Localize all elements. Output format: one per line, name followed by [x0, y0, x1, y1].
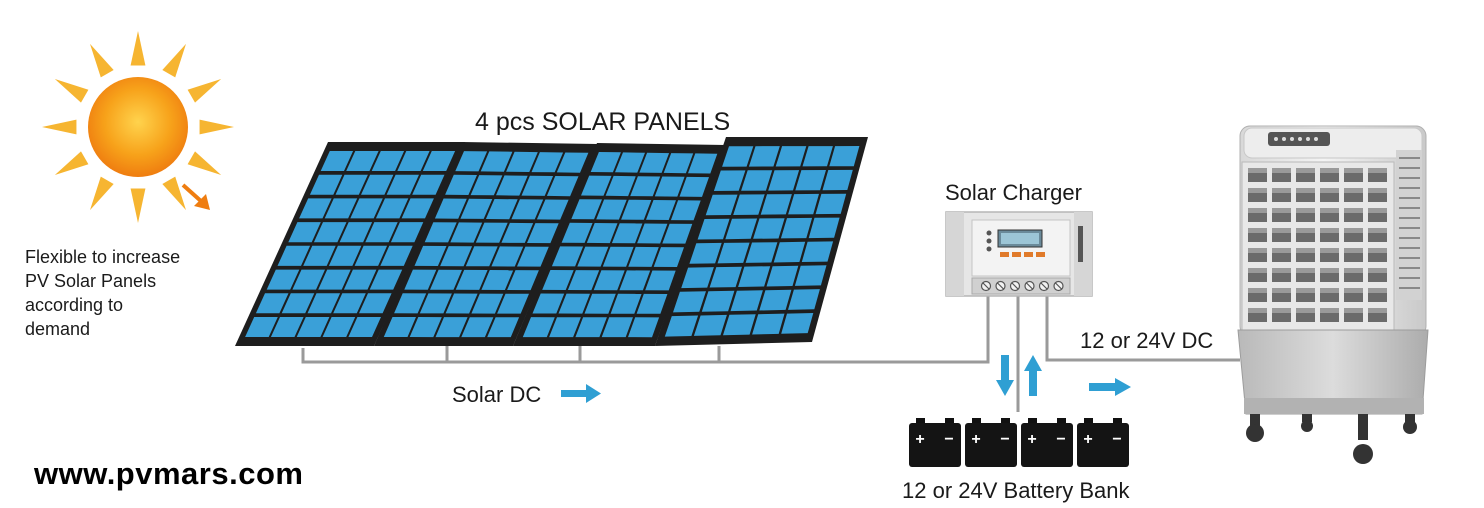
solar-dc-arrow-icon [561, 384, 601, 403]
solar-panel [655, 137, 868, 346]
solar-panel [374, 142, 598, 346]
svg-text:+: + [1083, 431, 1092, 448]
battery-icon: +− [1021, 418, 1073, 467]
dc-output-arrow-icon [1089, 378, 1131, 396]
website-url: www.pvmars.com [34, 456, 304, 491]
battery-icon: +− [1077, 418, 1129, 467]
dc-output-label: 12 or 24V DC [1080, 328, 1214, 353]
svg-text:+: + [915, 431, 924, 448]
discharge-up-arrow-icon [1024, 355, 1042, 396]
sun-light-arrow-icon [181, 183, 210, 210]
svg-text:−: − [1056, 431, 1065, 448]
note-line: according to [25, 295, 124, 315]
charge-down-arrow-icon [996, 355, 1014, 396]
sun-icon [42, 31, 234, 223]
note-line: demand [25, 319, 91, 339]
battery-icon: +− [909, 418, 961, 467]
svg-text:+: + [971, 431, 980, 448]
battery-bank: +−+−+−+− [909, 418, 1129, 467]
battery-bank-label: 12 or 24V Battery Bank [902, 478, 1130, 503]
wiring [301, 296, 1240, 412]
solar-dc-label: Solar DC [452, 382, 542, 407]
flexibility-note: Flexible to increase PV Solar Panels acc… [25, 245, 180, 341]
note-line: PV Solar Panels [25, 271, 157, 291]
svg-text:−: − [1000, 431, 1009, 448]
svg-text:+: + [1027, 431, 1036, 448]
svg-text:−: − [1112, 431, 1121, 448]
charger-label: Solar Charger [945, 180, 1082, 205]
solar-panel [235, 142, 465, 346]
battery-icon: +− [965, 418, 1017, 467]
solar-panels [235, 137, 868, 346]
air-cooler [1237, 125, 1429, 464]
note-line: Flexible to increase [25, 247, 181, 267]
solar-charger [945, 211, 1093, 297]
panels-label: 4 pcs SOLAR PANELS [475, 108, 731, 136]
svg-text:−: − [944, 431, 953, 448]
